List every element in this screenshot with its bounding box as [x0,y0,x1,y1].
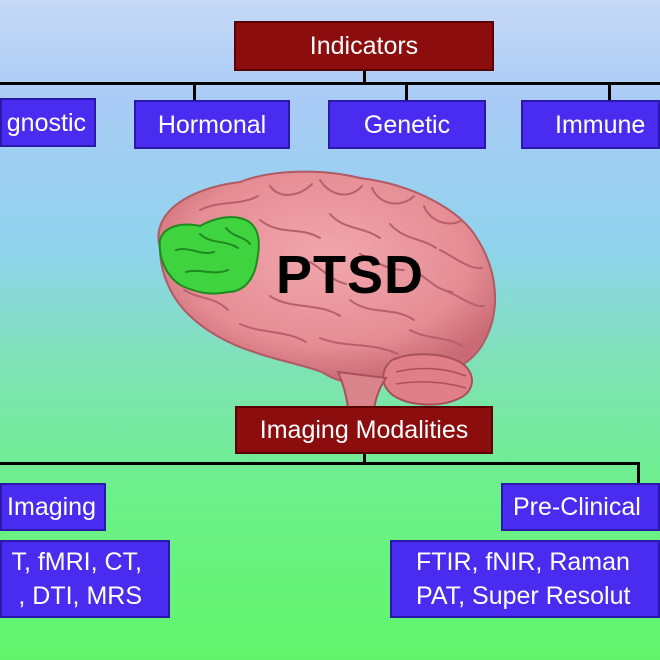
imaging-right-list: FTIR, fNIR, Raman PAT, Super Resolut [390,540,660,618]
connector [363,452,366,464]
indicator-immune: Immune [521,100,660,149]
cerebellum-folds [395,367,467,389]
indicator-label: Genetic [363,110,451,139]
imaging-left-line: , DTI, MRS [18,582,142,610]
indicators-title: Indicators [309,32,419,60]
imaging-left-list: T, fMRI, CT, , DTI, MRS [0,540,170,618]
imaging-left-title: Imaging [7,493,96,521]
indicator-diagnostic: gnostic [0,98,96,147]
imaging-left-line: T, fMRI, CT, [11,548,142,576]
brain-cerebellum [382,353,473,406]
imaging-title: Imaging Modalities [259,416,469,444]
connector [405,82,408,102]
indicator-genetic: Genetic [328,100,486,149]
indicator-label: Hormonal [157,110,267,139]
imaging-right-title: Pre-Clinical [513,493,641,521]
center-label: PTSD [276,245,425,305]
indicator-label: Immune [555,110,646,139]
connector [608,82,611,102]
indicator-hormonal: Hormonal [134,100,290,149]
connector [637,462,640,486]
brain-gyri [183,179,485,355]
imaging-right-title-box: Pre-Clinical [501,483,660,531]
highlight-region [158,216,260,295]
imaging-right-line: PAT, Super Resolut [416,582,631,610]
connector [0,462,640,465]
imaging-left-title-box: Imaging [0,483,106,531]
imaging-right-line: FTIR, fNIR, Raman [416,548,630,576]
indicator-label: gnostic [6,108,86,137]
connector [193,82,196,102]
indicators-header: Indicators [234,21,494,71]
imaging-header: Imaging Modalities [235,406,493,454]
connector [363,70,366,84]
connector [0,82,660,85]
